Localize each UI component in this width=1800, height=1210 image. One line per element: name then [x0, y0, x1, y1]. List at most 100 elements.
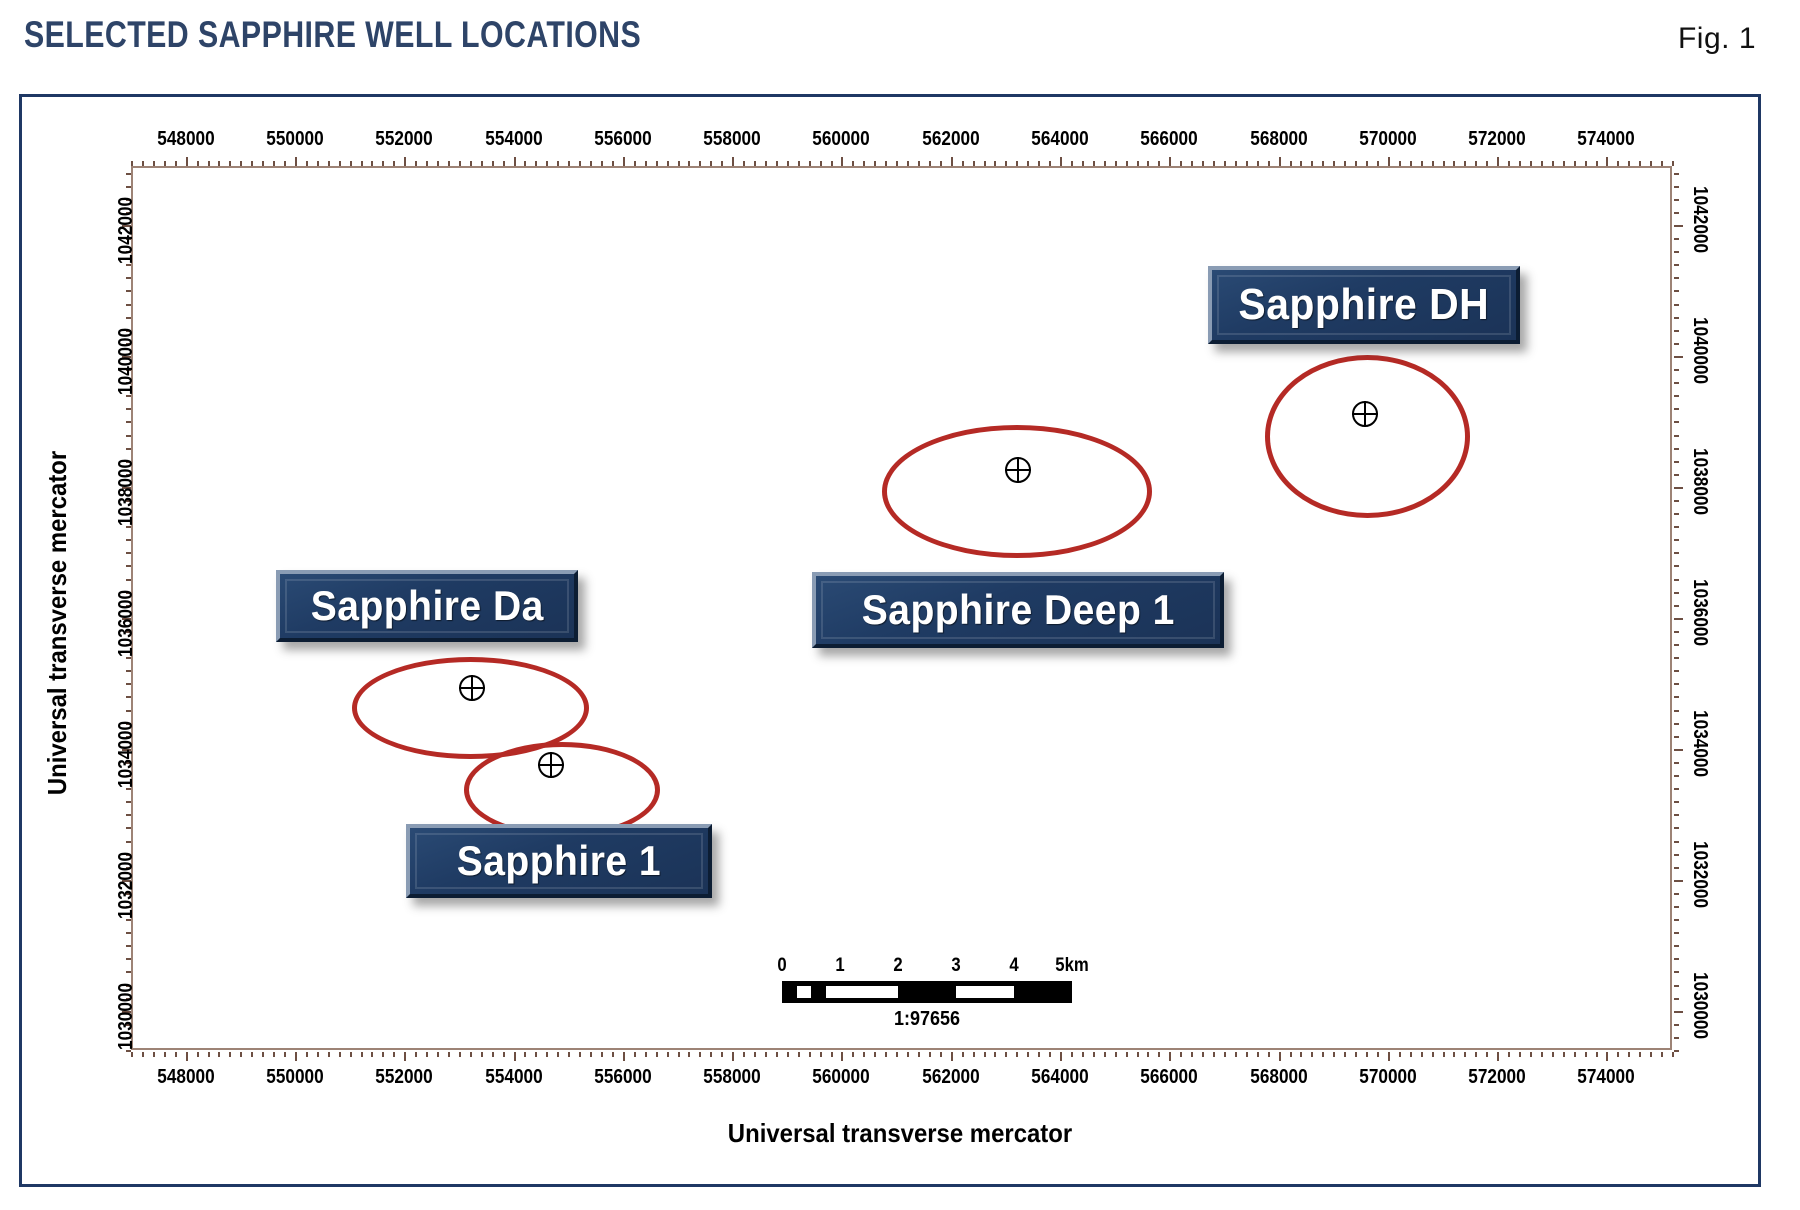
x-axis-tick: [1070, 1052, 1073, 1057]
y-axis-tick: [126, 277, 131, 280]
y-axis-tick: [1674, 814, 1679, 817]
well-sapphire-da[interactable]: [459, 675, 485, 701]
y-axis-tick: [1674, 761, 1679, 764]
y-axis-tick: [1674, 840, 1679, 843]
y-axis-tick: [126, 421, 131, 424]
x-axis-tick: [1125, 1052, 1128, 1057]
map-label-text: Sapphire Da: [310, 582, 544, 629]
y-axis-tick: [126, 644, 131, 646]
y-axis-tick: [1674, 251, 1679, 254]
y-axis-tick: [126, 526, 131, 529]
x-axis-tick: [491, 1052, 494, 1057]
x-axis-tick: [666, 1052, 669, 1057]
y-axis-tick: [126, 866, 131, 869]
x-axis-tick: [1027, 161, 1030, 166]
y-axis-tick: [126, 1050, 131, 1052]
x-axis-tick: [1300, 161, 1303, 166]
x-axis-tick: [732, 157, 735, 166]
x-axis-tick: [994, 161, 997, 166]
x-axis-tick: [797, 161, 800, 166]
y-axis-tick: [126, 264, 131, 267]
x-axis-tick: [568, 1052, 571, 1057]
x-axis-tick: [513, 1052, 516, 1061]
x-axis-tick: [196, 161, 199, 166]
y-axis-tick-label: 1030000: [1689, 971, 1711, 1039]
x-axis-tick: [426, 1052, 429, 1057]
x-axis-tick: [841, 157, 844, 166]
scale-bar-segment: [956, 981, 1014, 1003]
y-axis-tick: [122, 224, 131, 227]
y-axis-tick: [126, 853, 131, 856]
map-label-sapphire-da[interactable]: Sapphire Da: [276, 570, 578, 642]
y-axis-tick-label: 1038000: [115, 458, 137, 526]
x-axis-tick: [1060, 157, 1062, 166]
y-axis-tick: [126, 801, 131, 804]
y-axis-tick-label: 1042000: [1689, 185, 1711, 253]
ellipse-sapphire-dh: [1265, 355, 1470, 518]
map-label-sapphire-1[interactable]: Sapphire 1: [406, 824, 712, 898]
axis-line-left: [131, 166, 133, 1050]
x-axis-tick: [502, 1052, 505, 1057]
x-axis-tick: [404, 1052, 407, 1061]
y-axis-tick: [1674, 827, 1679, 830]
x-axis-tick: [611, 161, 614, 166]
x-axis-tick: [666, 161, 669, 166]
x-axis-tick: [1540, 161, 1543, 166]
map-label-sapphire-deep-1[interactable]: Sapphire Deep 1: [812, 572, 1224, 648]
map-label-sapphire-dh[interactable]: Sapphire DH: [1208, 266, 1520, 344]
y-axis-tick: [126, 395, 131, 398]
x-axis-tick: [1038, 1052, 1041, 1057]
well-sapphire-deep-1[interactable]: [1005, 457, 1031, 483]
well-sapphire-1[interactable]: [538, 752, 564, 778]
x-axis-tick: [1584, 161, 1587, 166]
well-sapphire-dh[interactable]: [1352, 401, 1378, 427]
y-axis-tick: [126, 198, 131, 201]
x-axis-tick: [513, 157, 516, 166]
y-axis-tick: [1674, 892, 1679, 895]
scale-bar-tick-label: 2: [893, 955, 903, 976]
x-axis-tick: [1027, 1052, 1030, 1057]
y-axis-tick: [1674, 342, 1679, 345]
x-axis-tick: [535, 161, 538, 166]
x-axis-tick-label: 552000: [375, 1066, 433, 1088]
x-axis-tick: [950, 157, 953, 166]
x-axis-tick-label: 568000: [1249, 1066, 1308, 1088]
y-axis-tick: [126, 840, 131, 843]
y-axis-tick: [1674, 853, 1679, 856]
x-axis-tick-label: 548000: [156, 128, 215, 150]
x-axis-tick: [1387, 157, 1390, 166]
x-axis-tick: [185, 1052, 188, 1061]
y-axis-tick: [126, 919, 131, 921]
x-axis-tick: [972, 161, 975, 166]
y-axis-tick: [126, 735, 131, 738]
map-label-inner: Sapphire 1: [415, 833, 703, 889]
x-axis-tick: [1191, 161, 1194, 166]
x-axis-tick: [262, 1052, 265, 1057]
y-axis-tick: [126, 892, 131, 895]
y-axis-tick: [126, 761, 131, 764]
y-axis-tick: [126, 342, 131, 345]
x-axis-tick: [830, 1052, 833, 1057]
x-axis-tick: [141, 1052, 144, 1057]
x-axis-tick: [524, 161, 527, 166]
x-axis-tick: [327, 1052, 330, 1057]
x-axis-tick: [1256, 1052, 1259, 1057]
x-axis-tick: [469, 1052, 472, 1057]
x-axis-tick: [447, 1052, 450, 1057]
x-axis-tick: [131, 161, 133, 166]
x-axis-tick: [1529, 161, 1532, 166]
page-title: SELECTED SAPPHIRE WELL LOCATIONS: [24, 14, 642, 55]
x-axis-tick: [1245, 1052, 1248, 1057]
x-axis-tick-label: 566000: [1140, 1066, 1198, 1088]
x-axis-tick: [896, 1052, 898, 1057]
x-axis-tick: [1497, 157, 1500, 166]
well-symbol-crosshair-v: [1363, 401, 1366, 427]
x-axis-tick: [961, 161, 964, 166]
y-axis-tick: [1674, 539, 1679, 542]
x-axis-tick: [1606, 157, 1609, 166]
x-axis-tick: [786, 1052, 789, 1057]
x-axis-tick: [141, 161, 144, 166]
y-axis-tick: [126, 290, 131, 293]
y-axis-tick: [1674, 945, 1679, 948]
